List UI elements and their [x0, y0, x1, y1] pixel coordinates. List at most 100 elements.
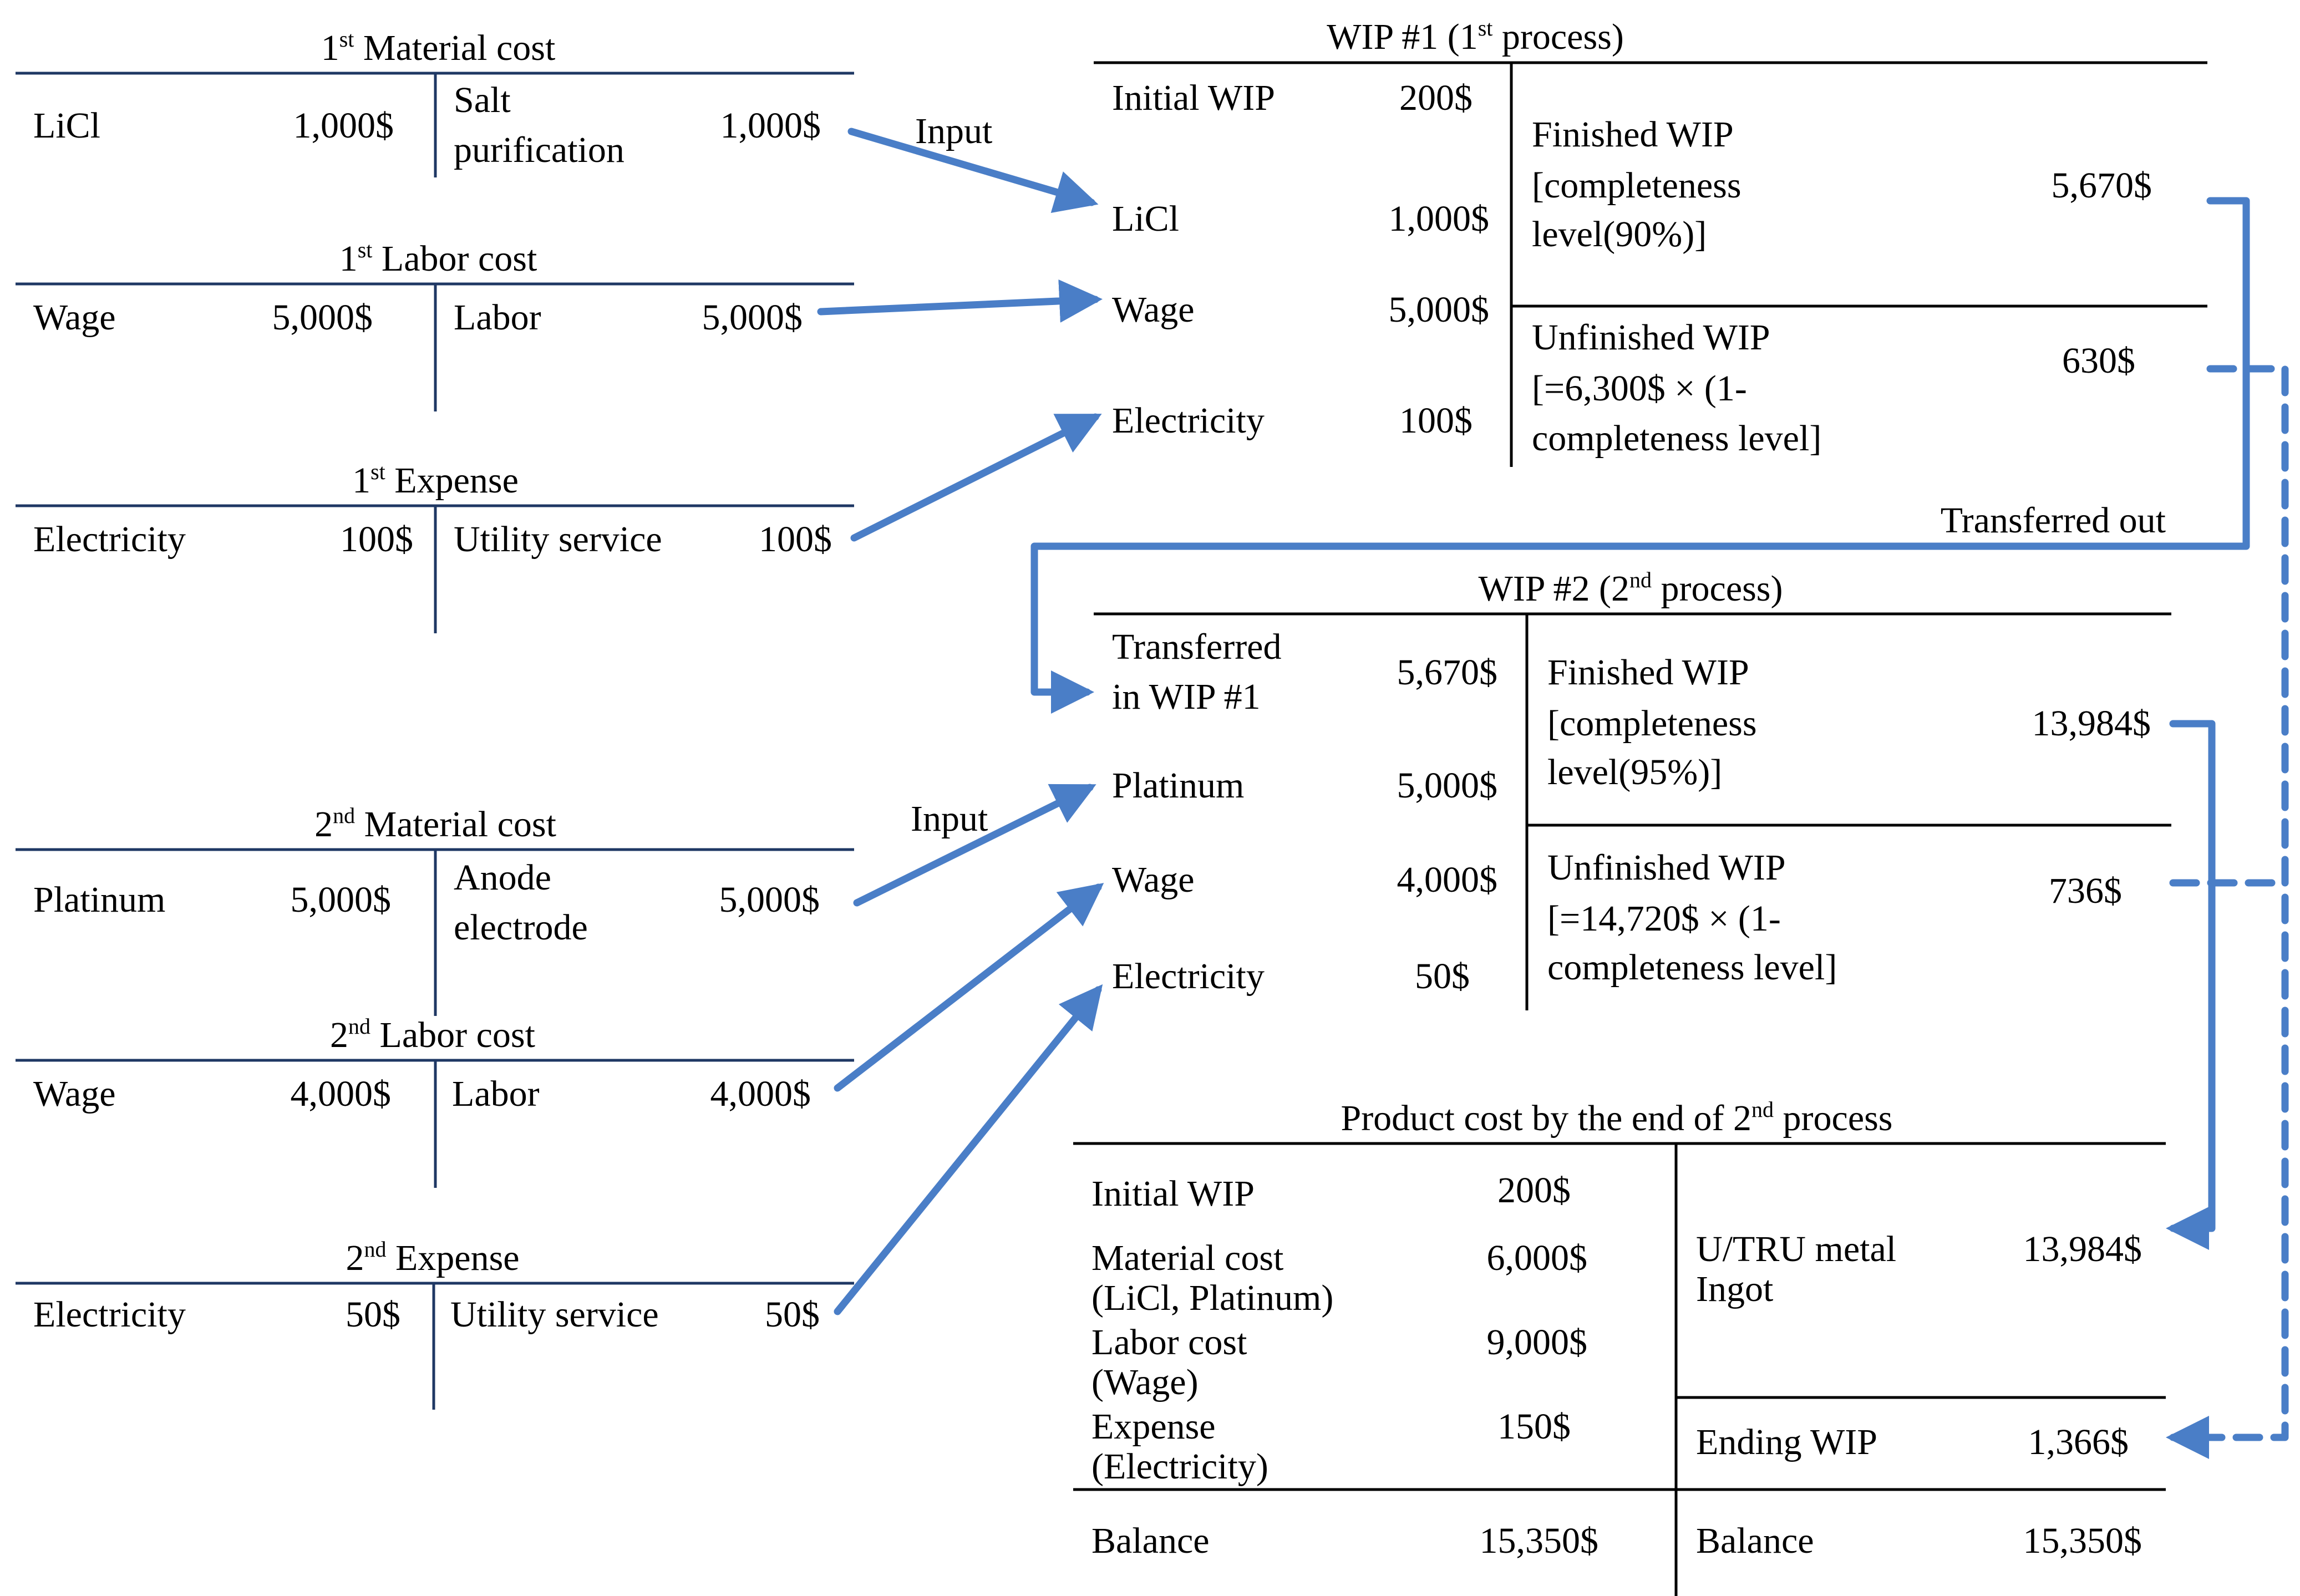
credit-value: 4,000$	[710, 1074, 811, 1114]
debit-value: 1,000$	[293, 105, 394, 146]
product-left-label: (LiCl, Platinum)	[1091, 1278, 1333, 1318]
arrow-wage-to-wip1	[817, 279, 1103, 323]
debit-value: 100$	[340, 519, 413, 560]
wip-1-unfinished-label: [=6,300$ × (1-	[1532, 368, 1747, 409]
wip-1-row-label: LiCl	[1112, 199, 1179, 239]
debit-value: 50$	[346, 1294, 400, 1335]
wip-1-finished-label: level(90%)]	[1532, 214, 1707, 255]
product-left-value: 200$	[1497, 1170, 1571, 1211]
wip-2-row-value: 50$	[1415, 956, 1470, 997]
product-left-label: (Electricity)	[1091, 1446, 1268, 1487]
wip-2-row-label: Wage	[1112, 860, 1195, 900]
wip-1-finished-value: 5,670$	[2052, 165, 2152, 206]
credit-label: Labor	[454, 297, 541, 338]
wip-1-row-label: Wage	[1112, 289, 1195, 330]
product-left-label: (Wage)	[1091, 1362, 1199, 1402]
product-left-value: 6,000$	[1487, 1238, 1588, 1278]
product-cost-account: Product cost by the end of 2nd process I…	[1073, 1097, 2166, 1596]
wip-1-row-label: Initial WIP	[1112, 78, 1275, 118]
wip-1-unfinished-value: 630$	[2062, 340, 2135, 381]
wip-1-row-value: 5,000$	[1389, 289, 1490, 330]
t-account-expense-1: 1st Expense Electricity 100$ Utility ser…	[16, 459, 854, 633]
debit-label: Wage	[33, 1074, 116, 1114]
product-right-label: Ending WIP	[1696, 1422, 1877, 1462]
arrow-licl-to-wip1	[847, 128, 1099, 213]
wip-1-finished-label: [completeness	[1532, 165, 1741, 206]
product-right-label: Ingot	[1696, 1269, 1773, 1309]
wip-2-row-label: in WIP #1	[1112, 677, 1261, 717]
credit-label: Salt	[454, 80, 511, 120]
wip-2-row-label: Electricity	[1112, 956, 1265, 997]
wip-2-row-value: 4,000$	[1397, 860, 1498, 900]
credit-value: 100$	[759, 519, 832, 560]
wip-2-unfinished-value: 736$	[2049, 871, 2122, 911]
debit-value: 5,000$	[291, 880, 392, 920]
debit-value: 4,000$	[291, 1074, 392, 1114]
wip-1-row-label: Electricity	[1112, 400, 1265, 441]
wip-2-row-value: 5,670$	[1397, 652, 1498, 693]
credit-value: 5,000$	[702, 297, 803, 338]
balance-right-label: Balance	[1696, 1521, 1814, 1561]
arrow-transferred-out	[1030, 197, 2250, 714]
product-right-value: 1,366$	[2028, 1422, 2129, 1462]
product-right-value: 13,984$	[2023, 1229, 2142, 1269]
t-account-title: 2nd Labor cost	[330, 1014, 535, 1055]
debit-label: Wage	[33, 297, 116, 338]
t-account-material-2: 2nd Material cost Platinum 5,000$ Anode …	[16, 803, 854, 1016]
credit-label: Anode	[454, 857, 551, 898]
wip-2-finished-label: [completeness	[1547, 703, 1757, 744]
wip-2-finished-value: 13,984$	[2032, 703, 2151, 744]
wip-1-unfinished-label: Unfinished WIP	[1532, 317, 1770, 358]
wip-1-unfinished-label: completeness level]	[1532, 418, 1821, 459]
product-cost-title: Product cost by the end of 2nd process	[1341, 1097, 1893, 1138]
debit-label: Platinum	[33, 880, 165, 920]
wip-2-finished-label: level(95%)]	[1547, 752, 1722, 792]
credit-value: 50$	[765, 1294, 820, 1335]
product-left-label: Material cost	[1091, 1238, 1283, 1278]
balance-right-value: 15,350$	[2023, 1521, 2142, 1561]
wip-2-row-label: Platinum	[1112, 765, 1244, 806]
wip-2-unfinished-label: [=14,720$ × (1-	[1547, 898, 1781, 939]
arrow-platinum-to-wip2	[853, 784, 1096, 907]
t-account-title: 1st Material cost	[321, 27, 556, 68]
t-account-title: 1st Expense	[352, 459, 519, 501]
t-account-material-1: 1st Material cost LiCl 1,000$ Salt purif…	[16, 27, 854, 177]
credit-label: Utility service	[450, 1294, 659, 1335]
t-account-labor-2: 2nd Labor cost Wage 4,000$ Labor 4,000$	[16, 1014, 854, 1188]
arrow-finished-to-ingot	[2166, 720, 2216, 1250]
product-left-value: 9,000$	[1487, 1322, 1588, 1363]
wip-2-unfinished-label: completeness level]	[1547, 947, 1837, 988]
wip-2-row-label: Transferred	[1112, 627, 1281, 667]
input-label: Input	[911, 799, 988, 839]
wip-1-title: WIP #1 (1st process)	[1327, 16, 1624, 57]
t-account-title: 2nd Material cost	[314, 803, 556, 845]
t-account-title: 1st Labor cost	[339, 237, 537, 279]
arrow-wage-to-wip2	[834, 883, 1104, 1092]
credit-value: 1,000$	[720, 105, 821, 146]
wip-2-unfinished-label: Unfinished WIP	[1547, 847, 1786, 888]
wip-2-row-value: 5,000$	[1397, 765, 1498, 806]
product-right-label: U/TRU metal	[1696, 1229, 1896, 1269]
wip-1-row-value: 1,000$	[1389, 199, 1490, 239]
wip-1-account: WIP #1 (1st process) Initial WIP 200$ Li…	[1094, 16, 2207, 467]
product-left-label: Labor cost	[1091, 1322, 1247, 1363]
wip-2-account: WIP #2 (2nd process) Transferred in WIP …	[1094, 567, 2171, 1010]
arrow-electricity-to-wip2	[834, 984, 1103, 1315]
product-left-label: Initial WIP	[1091, 1173, 1255, 1214]
wip-2-title: WIP #2 (2nd process)	[1479, 567, 1783, 609]
credit-label: electrode	[454, 907, 588, 948]
debit-label: Electricity	[33, 1294, 186, 1335]
transferred-out-label: Transferred out	[1941, 500, 2166, 541]
debit-label: Electricity	[33, 519, 186, 560]
wip-2-finished-label: Finished WIP	[1547, 652, 1749, 693]
wip-1-row-value: 200$	[1399, 78, 1473, 118]
t-account-labor-1: 1st Labor cost Wage 5,000$ Labor 5,000$	[16, 237, 854, 411]
product-left-value: 150$	[1497, 1406, 1571, 1447]
input-label: Input	[915, 111, 992, 151]
product-left-label: Expense	[1091, 1406, 1216, 1447]
arrow-unfinished-wip1-to-ending	[2166, 365, 2289, 1459]
t-account-expense-2: 2nd Expense Electricity 50$ Utility serv…	[16, 1237, 854, 1410]
debit-value: 5,000$	[272, 297, 373, 338]
wip-1-row-value: 100$	[1399, 400, 1473, 441]
